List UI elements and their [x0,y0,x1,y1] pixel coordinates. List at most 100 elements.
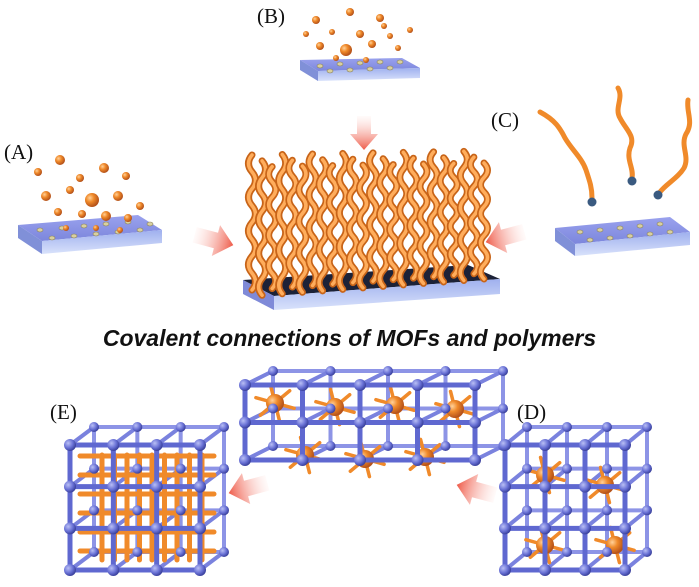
framework-node [150,564,163,576]
monomer-sphere [93,225,99,231]
framework-node [469,379,481,391]
framework-node [539,522,551,535]
framework-node [619,480,631,493]
framework-node [539,480,551,493]
monomer-cloud-a [34,155,144,233]
framework-node [522,463,532,474]
anchor-site [586,237,594,243]
substrate-c [555,217,690,256]
anchor-site [336,61,344,67]
framework-node [268,366,278,376]
monomer-sphere [303,31,309,37]
framework-node [469,416,481,429]
framework-node [194,522,206,535]
anchor-site [92,231,100,237]
framework-node [150,480,163,493]
framework-node [325,403,336,414]
anchor-site [356,60,364,66]
framework-node [499,439,511,451]
monomer-sphere [63,225,69,231]
framework-node [469,454,481,466]
monomer-sphere [407,27,413,33]
framework-node [175,422,186,432]
polymer-chain-highlight [347,157,359,285]
anchor-site [666,229,674,235]
framework-node [642,547,652,557]
framework-node [411,416,424,429]
monomer-sphere [346,8,354,16]
framework-node [354,416,366,429]
framework-node [64,439,76,451]
framework-node [89,547,99,557]
polymer-chain-highlight [367,151,379,283]
anchor-site [326,68,334,74]
anchor-site [576,229,584,235]
framework-node [499,564,511,576]
framework-node [354,379,366,391]
monomer-sphere [387,33,393,39]
framework-node [522,422,532,432]
anchor-site [626,233,634,239]
framework-node [642,463,652,474]
monomer-sphere [41,191,51,201]
framework-node [107,480,120,493]
polymer-chain-highlight [357,163,369,290]
framework-node [562,463,572,474]
framework-node [562,505,572,516]
anchor-site [636,223,644,229]
anchor-site [596,227,604,233]
mof-framework-e [64,422,229,576]
framework-node [268,441,278,451]
framework-node [107,439,120,451]
framework-node [498,366,508,376]
framework-node [150,439,163,451]
monomer-sphere [113,191,123,201]
framework-node [325,441,336,451]
framework-node [219,422,229,432]
monomer-sphere [99,163,109,173]
framework-node [268,403,278,414]
polymer-chain-highlight [387,162,399,282]
monomer-sphere [376,14,384,22]
framework-node [64,564,76,576]
polymer-chain-highlight [287,158,298,289]
framework-node [325,366,336,376]
monomer-sphere [124,214,132,222]
framework-node [296,454,309,466]
framework-node [579,480,591,493]
polymer-chain-highlight [307,152,318,288]
framework-node [194,439,206,451]
framework-node [383,366,393,376]
monomer-sphere [381,23,387,29]
framework-node [89,422,99,432]
anchor-site [616,225,624,231]
framework-node [440,441,451,451]
framework-node [354,454,366,466]
arrow-icon-b-to-center [350,116,378,150]
framework-node [194,480,206,493]
framework-node [175,463,186,474]
monomer-sphere [395,45,401,51]
polymer-chain-highlight [408,156,419,280]
arrow-icon-center-to-e [228,473,270,504]
framework-node [579,439,591,451]
polymer-chain-highlight [266,164,278,291]
monomer-sphere [329,29,335,35]
anchor-site [646,231,654,237]
free-polymer-chains-c [537,85,693,207]
framework-node [175,547,186,557]
framework-node [579,522,591,535]
framework-node [107,564,120,576]
arrow-icon-d-to-center [456,474,498,505]
framework-node [132,463,143,474]
substrate-a [18,215,162,254]
anchor-site [316,63,324,69]
polymer-chain-highlight [478,161,490,281]
polymer-chain-highlight [317,158,328,293]
anchor-site [70,233,78,239]
framework-node [539,564,551,576]
framework-node [499,522,511,535]
framework-node [132,422,143,432]
framework-node [89,505,99,516]
framework-node [602,463,612,474]
